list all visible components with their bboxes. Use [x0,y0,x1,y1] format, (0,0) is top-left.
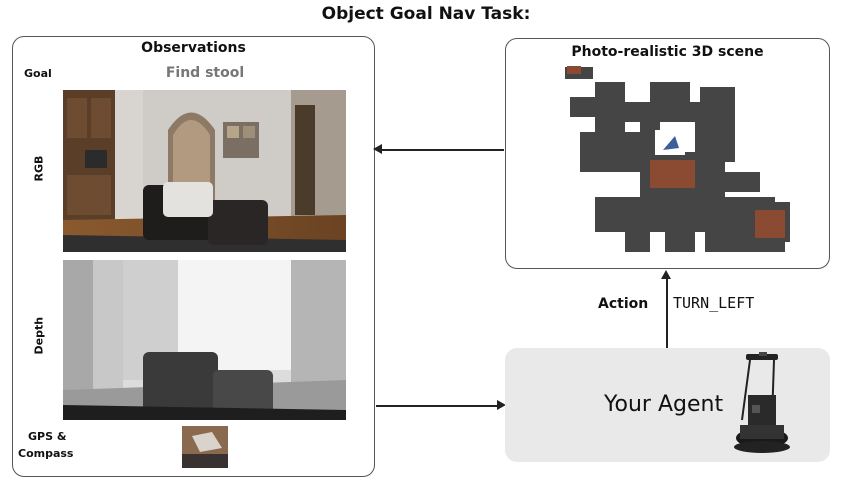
observations-to-agent-arrow [376,405,498,407]
gps-compass-image [182,426,228,468]
depth-image [63,260,346,420]
arrow-head-right [497,400,506,410]
floor-map [555,62,805,262]
arrow-head-left [373,144,382,154]
scene-title: Photo-realistic 3D scene [571,44,764,60]
page-title: Object Goal Nav Task: [321,4,531,24]
scene-to-observations-arrow [380,149,504,151]
goal-label: Goal [24,67,52,80]
gps-label-line1: GPS & [28,430,67,443]
observations-title: Observations [141,40,246,56]
goal-value: Find stool [165,65,245,81]
agent-to-scene-arrow [666,278,668,348]
depth-label: Depth [32,316,46,355]
gps-label-line2: Compass [18,447,74,460]
action-label: Action [598,296,649,312]
rgb-image [63,90,346,252]
arrow-head-up [661,270,671,279]
rgb-label: RGB [32,155,46,182]
agent-label: Your Agent [604,392,724,417]
action-value: TURN_LEFT [673,294,755,312]
robot-icon [732,350,792,460]
